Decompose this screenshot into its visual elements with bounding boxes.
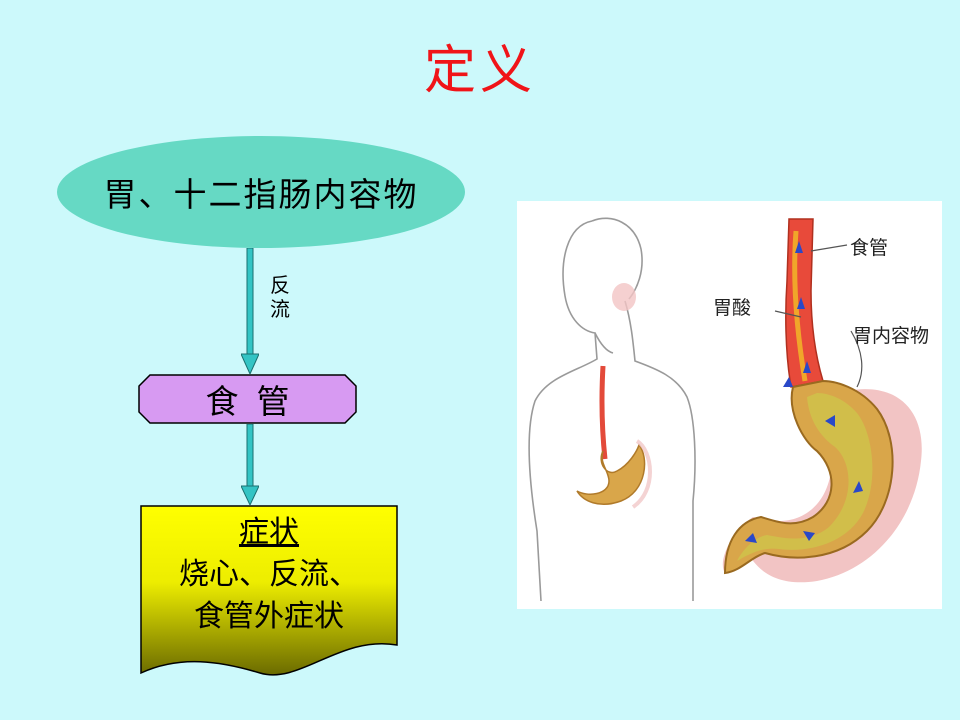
symptoms-heading: 症状 <box>239 515 299 550</box>
esophagus-box <box>138 374 357 424</box>
symptoms-box <box>140 505 398 676</box>
label-contents: 胃内容物 <box>853 325 930 347</box>
label-acid: 胃酸 <box>713 297 752 319</box>
reflux-label: 反流 <box>270 273 290 321</box>
reflux-arrow <box>241 248 259 374</box>
symptoms-text: 症状 烧心、反流、 食管外症状 <box>140 512 398 638</box>
down-arrow <box>241 424 259 505</box>
slide-title: 定义 <box>423 41 536 101</box>
source-ellipse: 胃、十二指肠内容物 <box>57 136 465 248</box>
source-label: 胃、十二指肠内容物 <box>103 175 419 214</box>
label-esophagus: 食管 <box>850 237 889 259</box>
symptoms-line-2: 食管外症状 <box>194 599 344 634</box>
anatomy-drawing <box>528 217 922 602</box>
anatomy-illustration: 食管 胃酸 胃内容物 <box>517 201 942 609</box>
symptoms-line-1: 烧心、反流、 <box>179 557 359 592</box>
esophagus-label: 食管 <box>205 382 308 421</box>
